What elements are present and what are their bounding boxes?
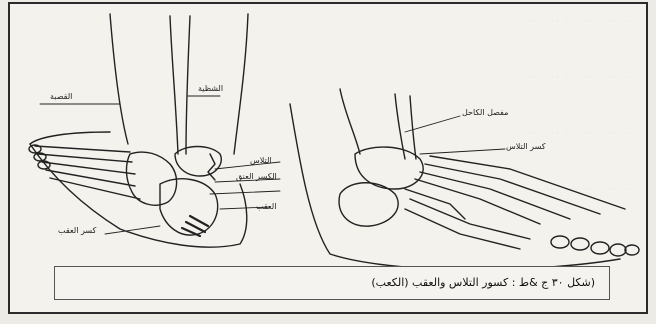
label-fibula: الشظية (198, 84, 223, 93)
label-talus-neck: الكسر العنق (236, 172, 277, 181)
caption-box: (شكل ٣٠ ج &ط : كسور التلاس والعقب (الكعب… (54, 266, 610, 300)
label-tibia: القصبة (50, 92, 72, 101)
label-calcaneus: العقب (256, 202, 276, 211)
label-talus: التلاس (250, 156, 272, 165)
label-talus-fracture: كسر التلاس (506, 142, 546, 151)
label-joint: مفصل الكاحل (462, 108, 508, 117)
anatomy-figure: القصبة الشظية التلاس الكسر العنق العقب ك… (8, 2, 648, 314)
label-fracture-lower: كسر العقب (58, 226, 96, 235)
figure-caption: (شكل ٣٠ ج &ط : كسور التلاس والعقب (الكعب… (371, 276, 595, 289)
